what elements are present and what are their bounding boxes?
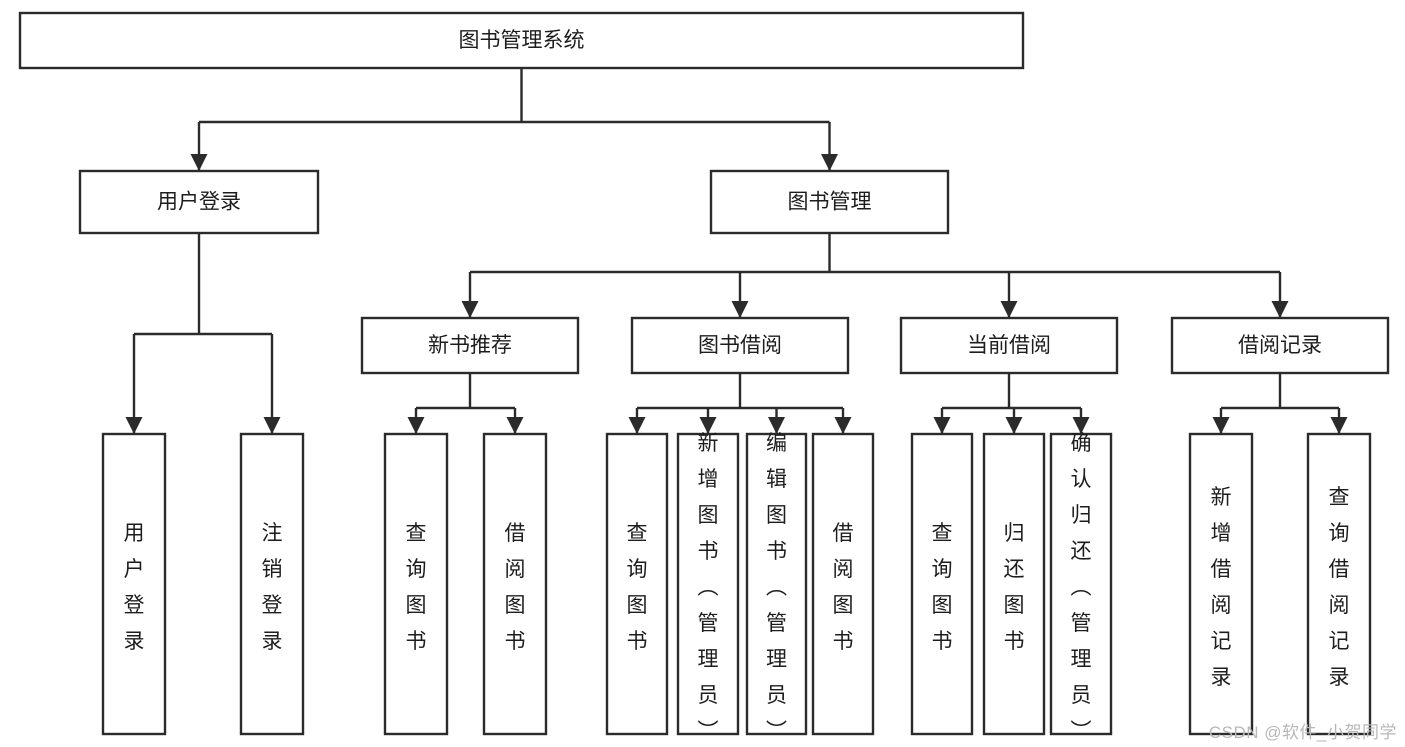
node-box — [899, 316, 1119, 375]
node-label: 归还图书 — [1004, 522, 1025, 653]
l3-3-arrow-0 — [1212, 417, 1230, 434]
node-leaf-查询借阅记录-12[interactable]: 查询借阅记录 — [1306, 432, 1372, 736]
node-label: 新增图书︵管理员︶ — [698, 432, 719, 743]
node-box — [676, 432, 740, 736]
node-box — [1170, 316, 1390, 375]
node-box — [630, 316, 850, 375]
node-leaf-借阅图书-3[interactable]: 借阅图书 — [482, 432, 548, 736]
node-box — [1306, 432, 1372, 736]
user-login-arrow-0 — [125, 417, 143, 434]
user-login-arrow-1 — [263, 417, 281, 434]
node-l3-新书推荐-0[interactable]: 新书推荐 — [360, 316, 580, 375]
node-label: 当前借阅 — [967, 334, 1051, 357]
l3-1-arrow-0 — [628, 417, 646, 434]
node-label: 查询图书 — [932, 522, 953, 653]
node-l2-用户登录-0[interactable]: 用户登录 — [78, 169, 320, 235]
node-label: 借阅图书 — [833, 522, 854, 653]
l3-3-arrow-1 — [1330, 417, 1348, 434]
node-leaf-编辑图书管理员-6[interactable]: 编辑图书︵管理员︶ — [745, 432, 808, 743]
node-label: 确认归还︵管理员︶ — [1071, 432, 1092, 743]
node-leaf-用户登录-0[interactable]: 用户登录 — [101, 432, 167, 736]
nodes-layer: 图书管理系统用户登录图书管理新书推荐图书借阅当前借阅借阅记录用户登录注销登录查询… — [18, 11, 1390, 743]
node-leaf-查询图书-8[interactable]: 查询图书 — [910, 432, 974, 736]
node-box — [482, 432, 548, 736]
node-box — [239, 432, 305, 736]
node-box — [745, 432, 808, 736]
node-label: 查询借阅记录 — [1329, 486, 1350, 689]
l3-0-arrow-0 — [407, 417, 425, 434]
node-label: 查询图书 — [406, 522, 427, 653]
l3-1-arrow-1 — [699, 417, 717, 434]
node-label: 新增借阅记录 — [1211, 486, 1232, 689]
node-box — [910, 432, 974, 736]
node-root-图书管理系统-0[interactable]: 图书管理系统 — [18, 11, 1025, 70]
csdn-watermark: CSDN @软件_小贺同学 — [1208, 723, 1397, 742]
l3-2-arrow-0 — [933, 417, 951, 434]
node-label: 图书管理系统 — [459, 29, 585, 52]
node-l3-当前借阅-2[interactable]: 当前借阅 — [899, 316, 1119, 375]
node-l3-借阅记录-3[interactable]: 借阅记录 — [1170, 316, 1390, 375]
node-label: 借阅图书 — [505, 522, 526, 653]
node-label: 用户登录 — [157, 191, 241, 214]
node-box — [101, 432, 167, 736]
l3-2-arrow-2 — [1072, 417, 1090, 434]
connector-edges-layer — [125, 68, 1348, 434]
node-l2-图书管理-1[interactable]: 图书管理 — [709, 169, 950, 235]
node-box — [78, 169, 320, 235]
l3-1-arrow-3 — [834, 417, 852, 434]
l3-1-arrow-2 — [768, 417, 785, 434]
node-label: 查询图书 — [627, 522, 648, 653]
node-leaf-查询图书-2[interactable]: 查询图书 — [383, 432, 449, 736]
node-box — [709, 169, 950, 235]
node-label: 用户登录 — [124, 522, 145, 653]
root-arrow-0 — [190, 154, 208, 171]
node-label: 编辑图书︵管理员︶ — [766, 432, 787, 743]
book-mgmt-arrow-3 — [1271, 301, 1289, 318]
node-box — [18, 11, 1025, 70]
node-label: 借阅记录 — [1238, 334, 1322, 357]
l3-0-arrow-1 — [506, 417, 524, 434]
node-box — [1049, 432, 1113, 736]
l3-2-arrow-1 — [1005, 417, 1023, 434]
node-label: 图书借阅 — [698, 334, 782, 357]
root-arrow-1 — [821, 154, 838, 171]
book-mgmt-arrow-0 — [461, 301, 479, 318]
node-leaf-确认归还管理员-10[interactable]: 确认归还︵管理员︶ — [1049, 432, 1113, 743]
book-mgmt-arrow-2 — [1000, 301, 1018, 318]
node-box — [360, 316, 580, 375]
node-box — [811, 432, 875, 736]
node-box — [982, 432, 1046, 736]
node-label: 注销登录 — [262, 522, 283, 653]
node-leaf-归还图书-9[interactable]: 归还图书 — [982, 432, 1046, 736]
node-leaf-查询图书-4[interactable]: 查询图书 — [605, 432, 669, 736]
node-leaf-新增图书管理员-5[interactable]: 新增图书︵管理员︶ — [676, 432, 740, 743]
node-leaf-注销登录-1[interactable]: 注销登录 — [239, 432, 305, 736]
node-box — [1188, 432, 1254, 736]
book-mgmt-arrow-1 — [731, 301, 749, 318]
node-l3-图书借阅-1[interactable]: 图书借阅 — [630, 316, 850, 375]
node-box — [605, 432, 669, 736]
node-leaf-新增借阅记录-11[interactable]: 新增借阅记录 — [1188, 432, 1254, 736]
node-box — [383, 432, 449, 736]
node-leaf-借阅图书-7[interactable]: 借阅图书 — [811, 432, 875, 736]
node-label: 图书管理 — [788, 191, 872, 214]
node-label: 新书推荐 — [428, 334, 512, 357]
